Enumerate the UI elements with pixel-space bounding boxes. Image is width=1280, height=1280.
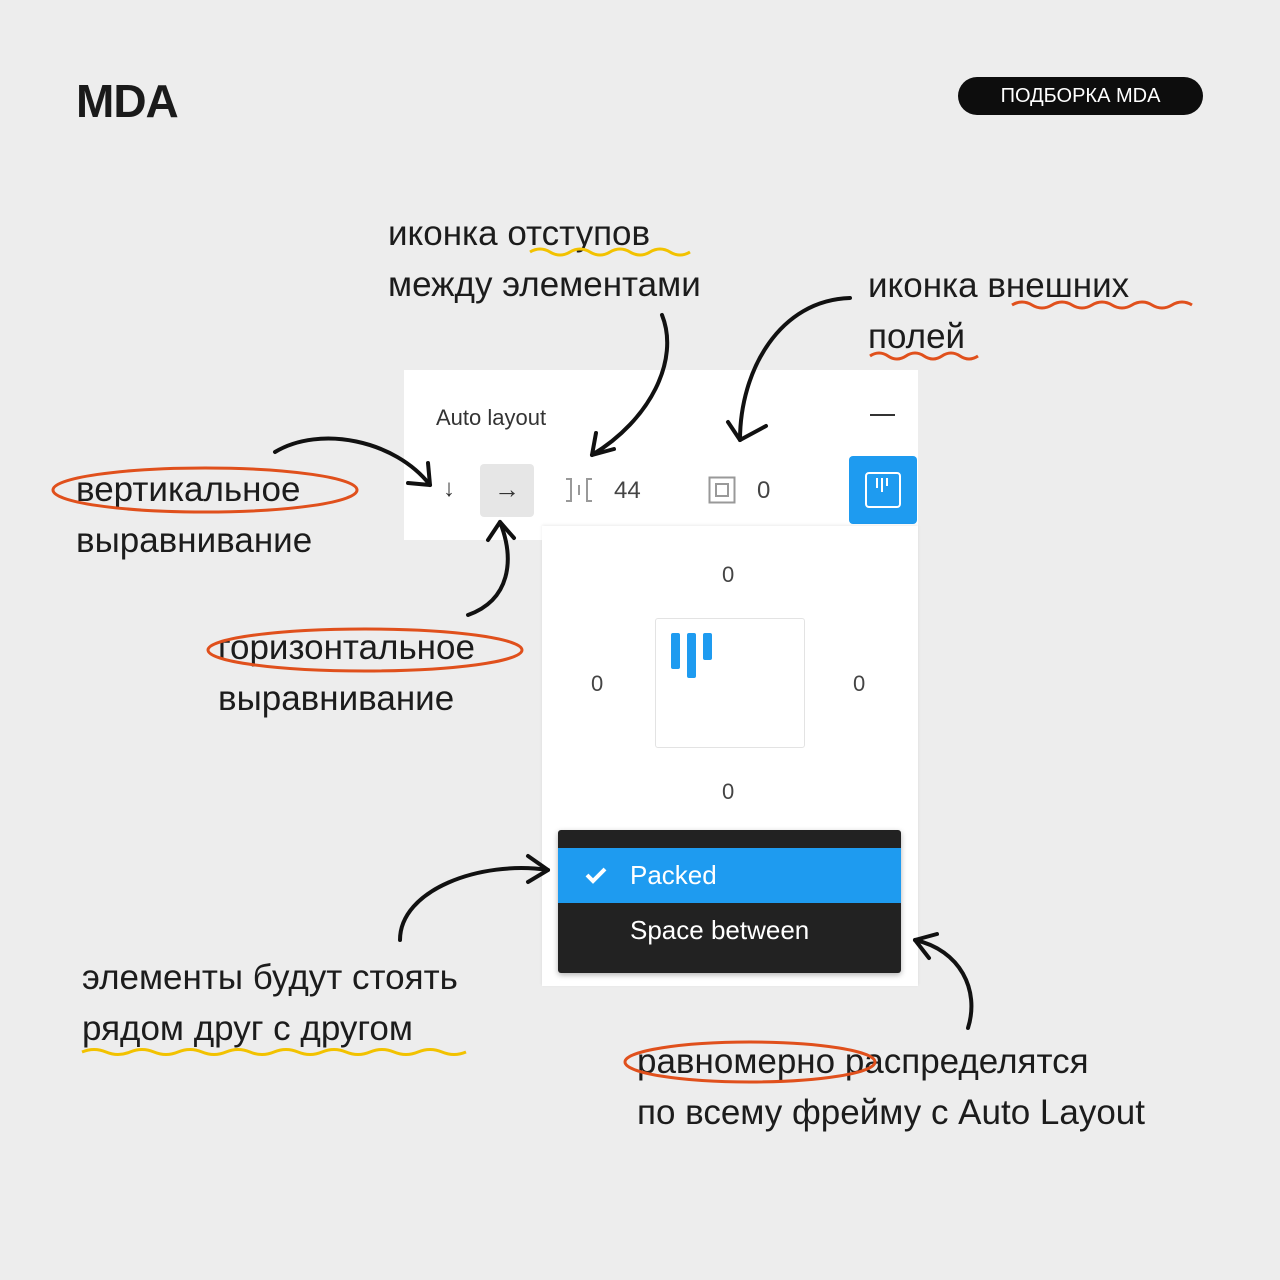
- menu-item-space-between[interactable]: Space between: [558, 903, 901, 958]
- vertical-direction-button[interactable]: ↓: [443, 475, 455, 502]
- note-line: элементы будут стоять: [82, 958, 458, 997]
- note-line: иконка отступов: [388, 214, 651, 253]
- distribution-dropdown: Packed Space between: [558, 830, 901, 973]
- note-vertical: вертикальное выравнивание: [76, 464, 312, 566]
- collection-badge: ПОДБОРКА MDA: [958, 77, 1203, 115]
- note-packed: элементы будут стоять рядом друг с друго…: [82, 952, 458, 1054]
- note-line: между элементами: [388, 265, 701, 304]
- alignment-icon: [865, 472, 901, 508]
- padding-icon: [708, 476, 736, 504]
- note-line: выравнивание: [218, 679, 455, 718]
- alignment-settings-button[interactable]: [849, 456, 917, 524]
- horizontal-direction-button[interactable]: →: [480, 464, 534, 517]
- arrow-to-space-between: [913, 938, 974, 1030]
- note-line: полей: [868, 317, 966, 356]
- note-line: по всему фрейму с Auto Layout: [637, 1093, 1145, 1132]
- padding-value[interactable]: 0: [757, 477, 771, 504]
- menu-item-packed[interactable]: Packed: [558, 848, 901, 903]
- note-line: иконка внешних: [868, 266, 1130, 305]
- note-space-between: равномерно распределятся по всему фрейму…: [637, 1036, 1145, 1138]
- note-line: выравнивание: [76, 521, 313, 560]
- arrow-to-packed: [398, 866, 550, 942]
- packed-alignment-icon: [671, 633, 712, 678]
- padding-right[interactable]: 0: [853, 671, 866, 696]
- menu-item-label: Space between: [630, 915, 810, 945]
- spacing-icon: [566, 478, 592, 502]
- spacing-value[interactable]: 44: [614, 477, 641, 504]
- note-line: горизонтальное: [218, 628, 475, 667]
- panel-title: Auto layout: [436, 405, 547, 430]
- padding-left[interactable]: 0: [591, 671, 604, 696]
- check-icon: [585, 867, 607, 884]
- padding-bottom[interactable]: 0: [722, 779, 735, 804]
- remove-auto-layout-button[interactable]: [870, 414, 895, 416]
- alignment-grid[interactable]: [655, 618, 805, 748]
- note-padding-icon: иконка внешних полей: [868, 260, 1129, 362]
- mda-logo: MDA: [76, 75, 179, 127]
- menu-item-label: Packed: [630, 860, 717, 890]
- note-line: рядом друг с другом: [82, 1009, 413, 1048]
- padding-top[interactable]: 0: [722, 562, 735, 587]
- note-line: равномерно распределятся: [637, 1042, 1089, 1081]
- note-line: вертикальное: [76, 470, 301, 509]
- note-horizontal: горизонтальное выравнивание: [218, 622, 475, 724]
- note-spacing-icon: иконка отступов между элементами: [388, 208, 701, 310]
